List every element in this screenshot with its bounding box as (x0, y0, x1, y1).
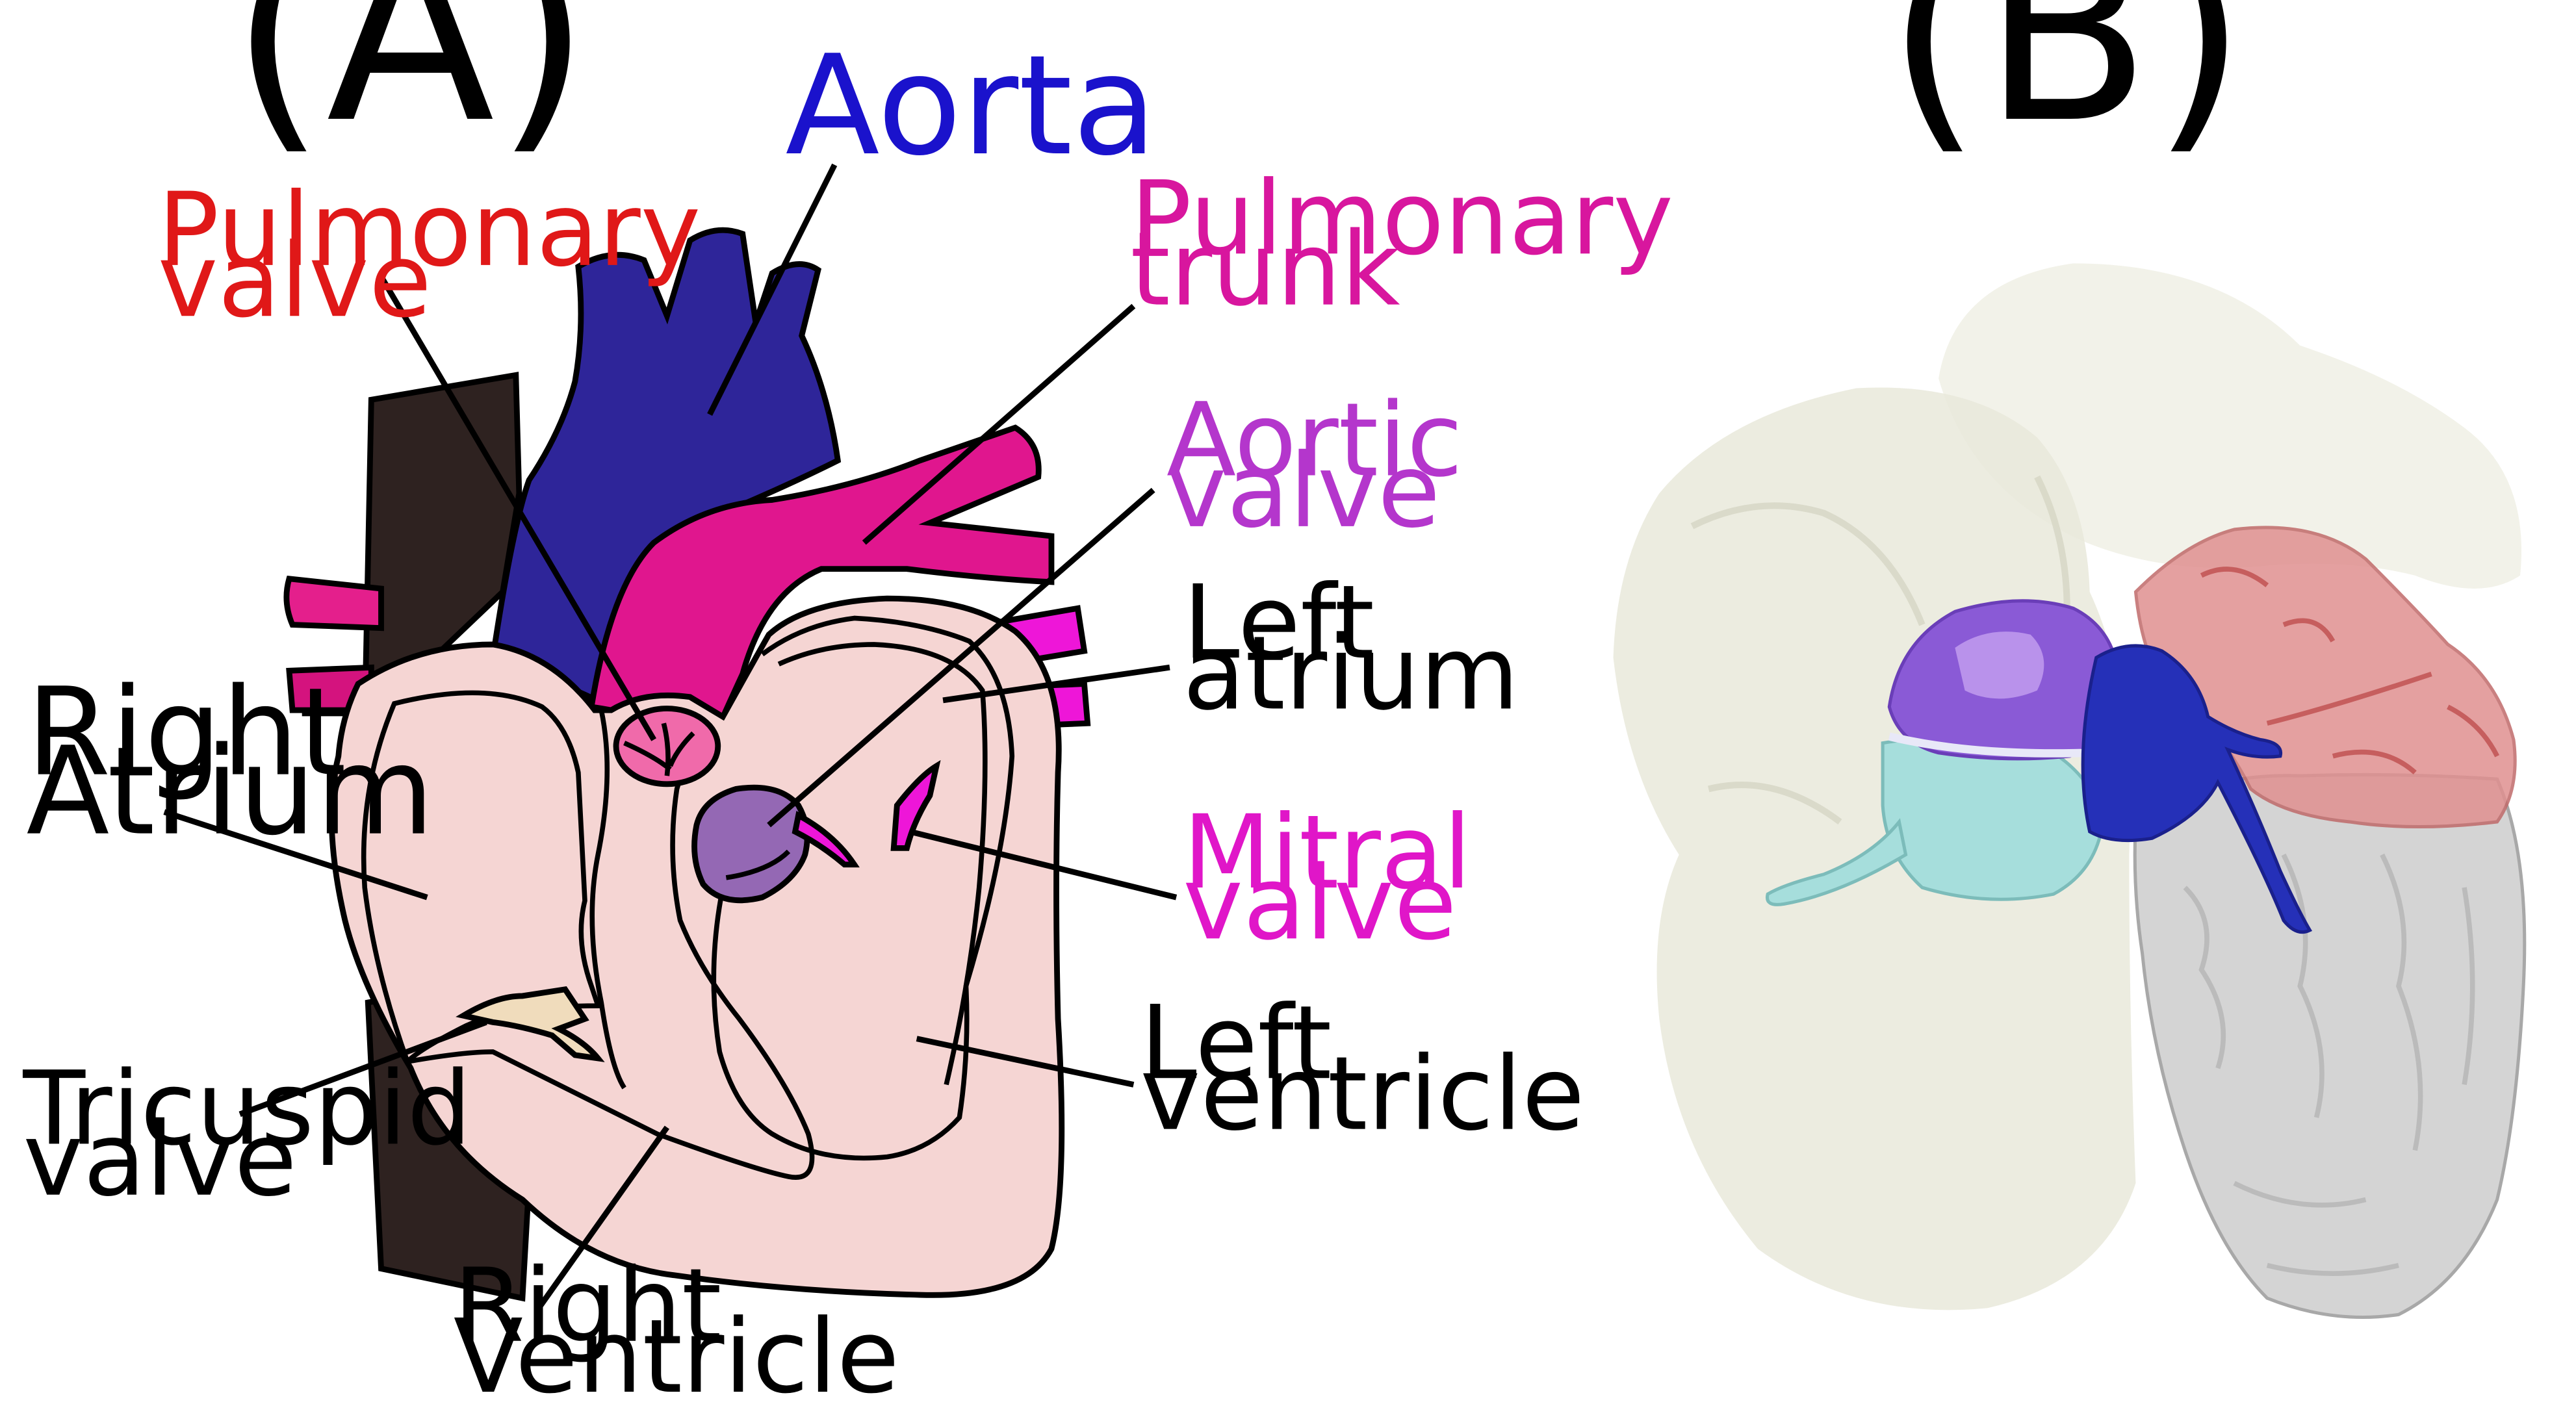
model-shell-fold (1690, 475, 2070, 824)
panel-b: (B) (1613, 0, 2527, 1320)
right-pulmonary-vein-upper (283, 575, 384, 632)
model-ventricle-gray (2133, 772, 2527, 1320)
label-right-ventricle: Right Ventricle (454, 1247, 899, 1416)
model-vessel-blue (2081, 644, 2313, 934)
label-left-ventricle: Left ventricle (1140, 984, 1584, 1153)
left-ventricle-wall (777, 642, 988, 1086)
model-purple-highlight (1955, 632, 2044, 699)
label-aortic-valve: Aortic valve (1166, 381, 1495, 550)
label-pulmonary-valve: Pulmonary valve (158, 171, 734, 340)
label-mitral-valve: Mitral valve (1183, 793, 1504, 962)
right-ventricle-wall (407, 738, 815, 1180)
label-pulmonary-trunk: Pulmonary trunk (1130, 159, 1706, 328)
model-atrium-texture (2200, 567, 2500, 774)
panel-a-letter: (A) (230, 0, 591, 177)
aortic-valve-cusp (725, 849, 791, 880)
model-shell-back (1938, 263, 2522, 589)
panel-a: (A) (22, 0, 1706, 1416)
model-tube-cyan (1765, 818, 1908, 906)
label-tricuspid-valve: Tricuspid valve (22, 1049, 504, 1218)
label-aorta: Aorta (785, 26, 1157, 186)
aortic-valve-leaflet (792, 811, 860, 868)
model-purple-cyan-seam (1888, 732, 2087, 758)
mitral-valve (890, 760, 941, 851)
pulmonary-valve-cusps (623, 722, 695, 776)
model-ventricle-texture (2183, 853, 2475, 1276)
leader-lines (163, 163, 1178, 1310)
label-right-atrium: Right Atrium (26, 662, 434, 863)
tricuspid-valve (456, 986, 605, 1062)
septum-wall (589, 709, 626, 1090)
label-left-atrium: Left atrium (1183, 563, 1519, 732)
left-atrium-wall (711, 615, 1015, 1161)
panel-b-letter: (B) (1886, 0, 2247, 177)
